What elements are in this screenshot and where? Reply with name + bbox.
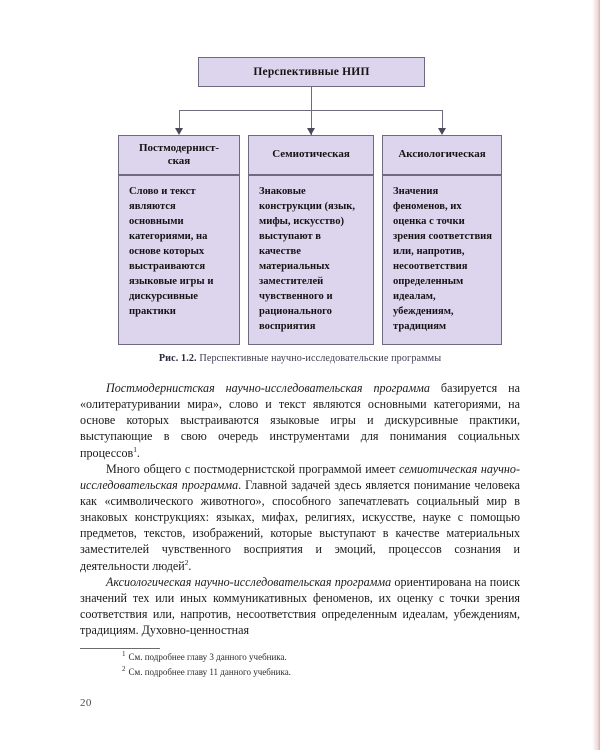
footnote-ref-1: 1 bbox=[133, 444, 137, 454]
diagram-column-body-semiotic: Знаковые конструкции (язык, мифы, искусс… bbox=[248, 175, 374, 345]
arrowhead-left-icon bbox=[175, 128, 183, 135]
connector-drop-right bbox=[442, 110, 443, 130]
connector-stem bbox=[311, 87, 312, 135]
paragraph-postmodern-tail: . bbox=[136, 445, 140, 460]
footnote-text-2: См. подробнее главу 11 данного учебника. bbox=[128, 666, 291, 677]
diagram-column-header-axiological: Аксиологическая bbox=[382, 135, 502, 175]
page-number: 20 bbox=[80, 697, 92, 709]
diagram-root-node: Перспективные НИП bbox=[198, 57, 425, 87]
footnote-marker-2: 2 bbox=[122, 664, 126, 673]
diagram-column-header-semiotic: Семиотическая bbox=[248, 135, 374, 175]
paragraph-semiotic: Много общего с постмодернистской програм… bbox=[80, 461, 520, 574]
figure-caption-number: Рис. 1.2. bbox=[158, 353, 197, 364]
diagram-root-label: Перспективные НИП bbox=[253, 66, 370, 78]
paragraph-semiotic-tail: . bbox=[188, 558, 192, 573]
figure-caption-text: Перспективные научно-исследовательские п… bbox=[199, 353, 442, 364]
paragraph-semiotic-pre: Много общего с постмодернистской програм… bbox=[106, 461, 400, 476]
diagram-column-body-axiological: Значения феноменов, их оценка с точки зр… bbox=[382, 175, 502, 345]
connector-bus bbox=[179, 110, 443, 111]
paragraph-axiological: Аксиологическая научно-исследовательская… bbox=[80, 574, 520, 639]
footnote-ref-2: 2 bbox=[184, 557, 189, 567]
footnote-text-1: См. подробнее главу 3 данного учебника. bbox=[128, 652, 287, 662]
connector-drop-left bbox=[179, 110, 180, 130]
figure-caption: Рис. 1.2. Перспективные научно-исследова… bbox=[80, 353, 520, 364]
paragraph-axiological-rest: ориентирована на поиск значений тех или … bbox=[80, 574, 520, 638]
page-edge-artifact bbox=[592, 0, 600, 750]
paragraph-semiotic-rest: . Главной задачей здесь является пониман… bbox=[80, 477, 520, 573]
footnote-marker-1: 1 bbox=[122, 650, 126, 658]
figure-1-2: Перспективные НИП Постмодернист-ская Сло… bbox=[0, 0, 600, 364]
diagram-column-header-postmodern: Постмодернист-ская bbox=[118, 135, 240, 175]
paragraph-postmodern: Постмодернистская научно-исследовательск… bbox=[80, 380, 520, 461]
diagram-column-body-postmodern: Слово и текст являются основными категор… bbox=[118, 175, 240, 345]
footnote-separator bbox=[80, 648, 160, 649]
arrowhead-right-icon bbox=[438, 128, 446, 135]
paragraph-postmodern-lead: Постмодернистская научно-исследовательск… bbox=[106, 381, 430, 395]
paragraph-axiological-lead: Аксиологическая научно-исследовательская… bbox=[106, 574, 392, 589]
arrowhead-middle-icon bbox=[307, 128, 315, 135]
paragraph-semiotic-lead: семиотическая научно-исследовательская п… bbox=[80, 461, 520, 492]
paragraph-postmodern-rest: базируется на «олитературивании мира», с… bbox=[80, 381, 520, 460]
body-text-column: Постмодернистская научно-исследовательск… bbox=[80, 380, 520, 638]
